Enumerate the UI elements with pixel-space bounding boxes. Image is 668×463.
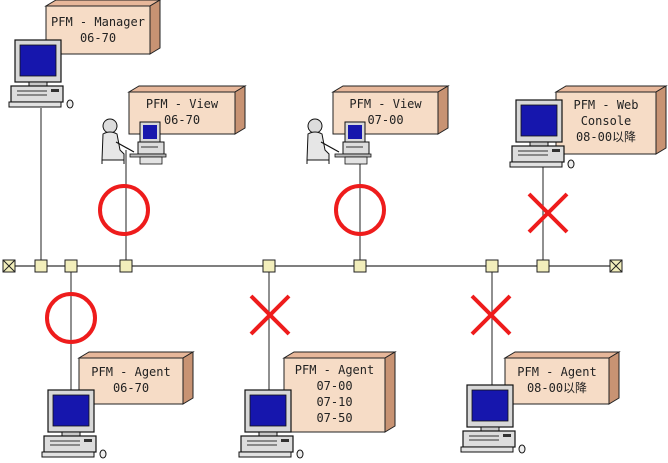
agent-0670-label: PFM - Agent 06-70 bbox=[79, 364, 183, 396]
bus-node bbox=[353, 259, 367, 273]
drop-lines bbox=[40, 108, 544, 392]
agent-0670-line-1: PFM - Agent bbox=[91, 365, 171, 379]
bus-node bbox=[262, 259, 276, 273]
incompatible-cross-icon bbox=[527, 192, 569, 234]
web-console-line-1: PFM - Web bbox=[573, 98, 639, 112]
bus-node bbox=[34, 259, 48, 273]
agent-07-line-1: PFM - Agent bbox=[294, 363, 375, 377]
agent-07-line-2: 07-00 bbox=[316, 379, 353, 393]
view-0700-line-2: 07-00 bbox=[367, 113, 404, 127]
agent-0800-line-1: PFM - Agent bbox=[517, 365, 597, 379]
view-0700-label: PFM - View 07-00 bbox=[333, 96, 438, 128]
manager-label: PFM - Manager 06-70 bbox=[46, 14, 150, 46]
agent-0670-line-2: 06-70 bbox=[112, 381, 150, 395]
bus-node bbox=[119, 259, 133, 273]
web-console-line-3: 08-00以降 bbox=[575, 130, 637, 144]
manager-line-2: 06-70 bbox=[79, 31, 117, 45]
agent-07-line-3: 07-10 bbox=[316, 395, 353, 409]
compatible-circle-icon bbox=[45, 292, 97, 344]
bus-terminator bbox=[2, 259, 16, 273]
bus-terminator bbox=[609, 259, 623, 273]
view-0670-line-2: 06-70 bbox=[163, 113, 201, 127]
web-console-label: PFM - Web Console 08-00以降 bbox=[556, 97, 656, 145]
agent-07-line-4: 07-50 bbox=[316, 411, 353, 425]
view-0670-label: PFM - View 06-70 bbox=[129, 96, 235, 128]
label-box-agent-07 bbox=[282, 351, 397, 433]
incompatible-cross-icon bbox=[470, 294, 512, 336]
bus-node bbox=[485, 259, 499, 273]
bus-node bbox=[536, 259, 550, 273]
agent-0800-line-2: 08-00以降 bbox=[526, 381, 588, 395]
manager-line-1: PFM - Manager bbox=[51, 15, 145, 29]
agent-0800-label: PFM - Agent 08-00以降 bbox=[505, 364, 609, 396]
agent-07-label: PFM - Agent 07-00 07-10 07-50 bbox=[284, 362, 385, 426]
bus-node bbox=[64, 259, 78, 273]
label-box-agent-0670 bbox=[77, 351, 195, 405]
compatible-circle-icon bbox=[334, 184, 386, 236]
web-console-line-2: Console bbox=[580, 114, 632, 128]
view-0670-line-1: PFM - View bbox=[145, 97, 219, 111]
label-box-agent-0800 bbox=[503, 351, 621, 405]
label-box-manager bbox=[44, 0, 161, 55]
label-box-web-console bbox=[554, 85, 668, 155]
compatible-circle-icon bbox=[98, 184, 150, 236]
view-0700-line-1: PFM - View bbox=[349, 97, 422, 111]
incompatible-cross-icon bbox=[249, 294, 291, 336]
